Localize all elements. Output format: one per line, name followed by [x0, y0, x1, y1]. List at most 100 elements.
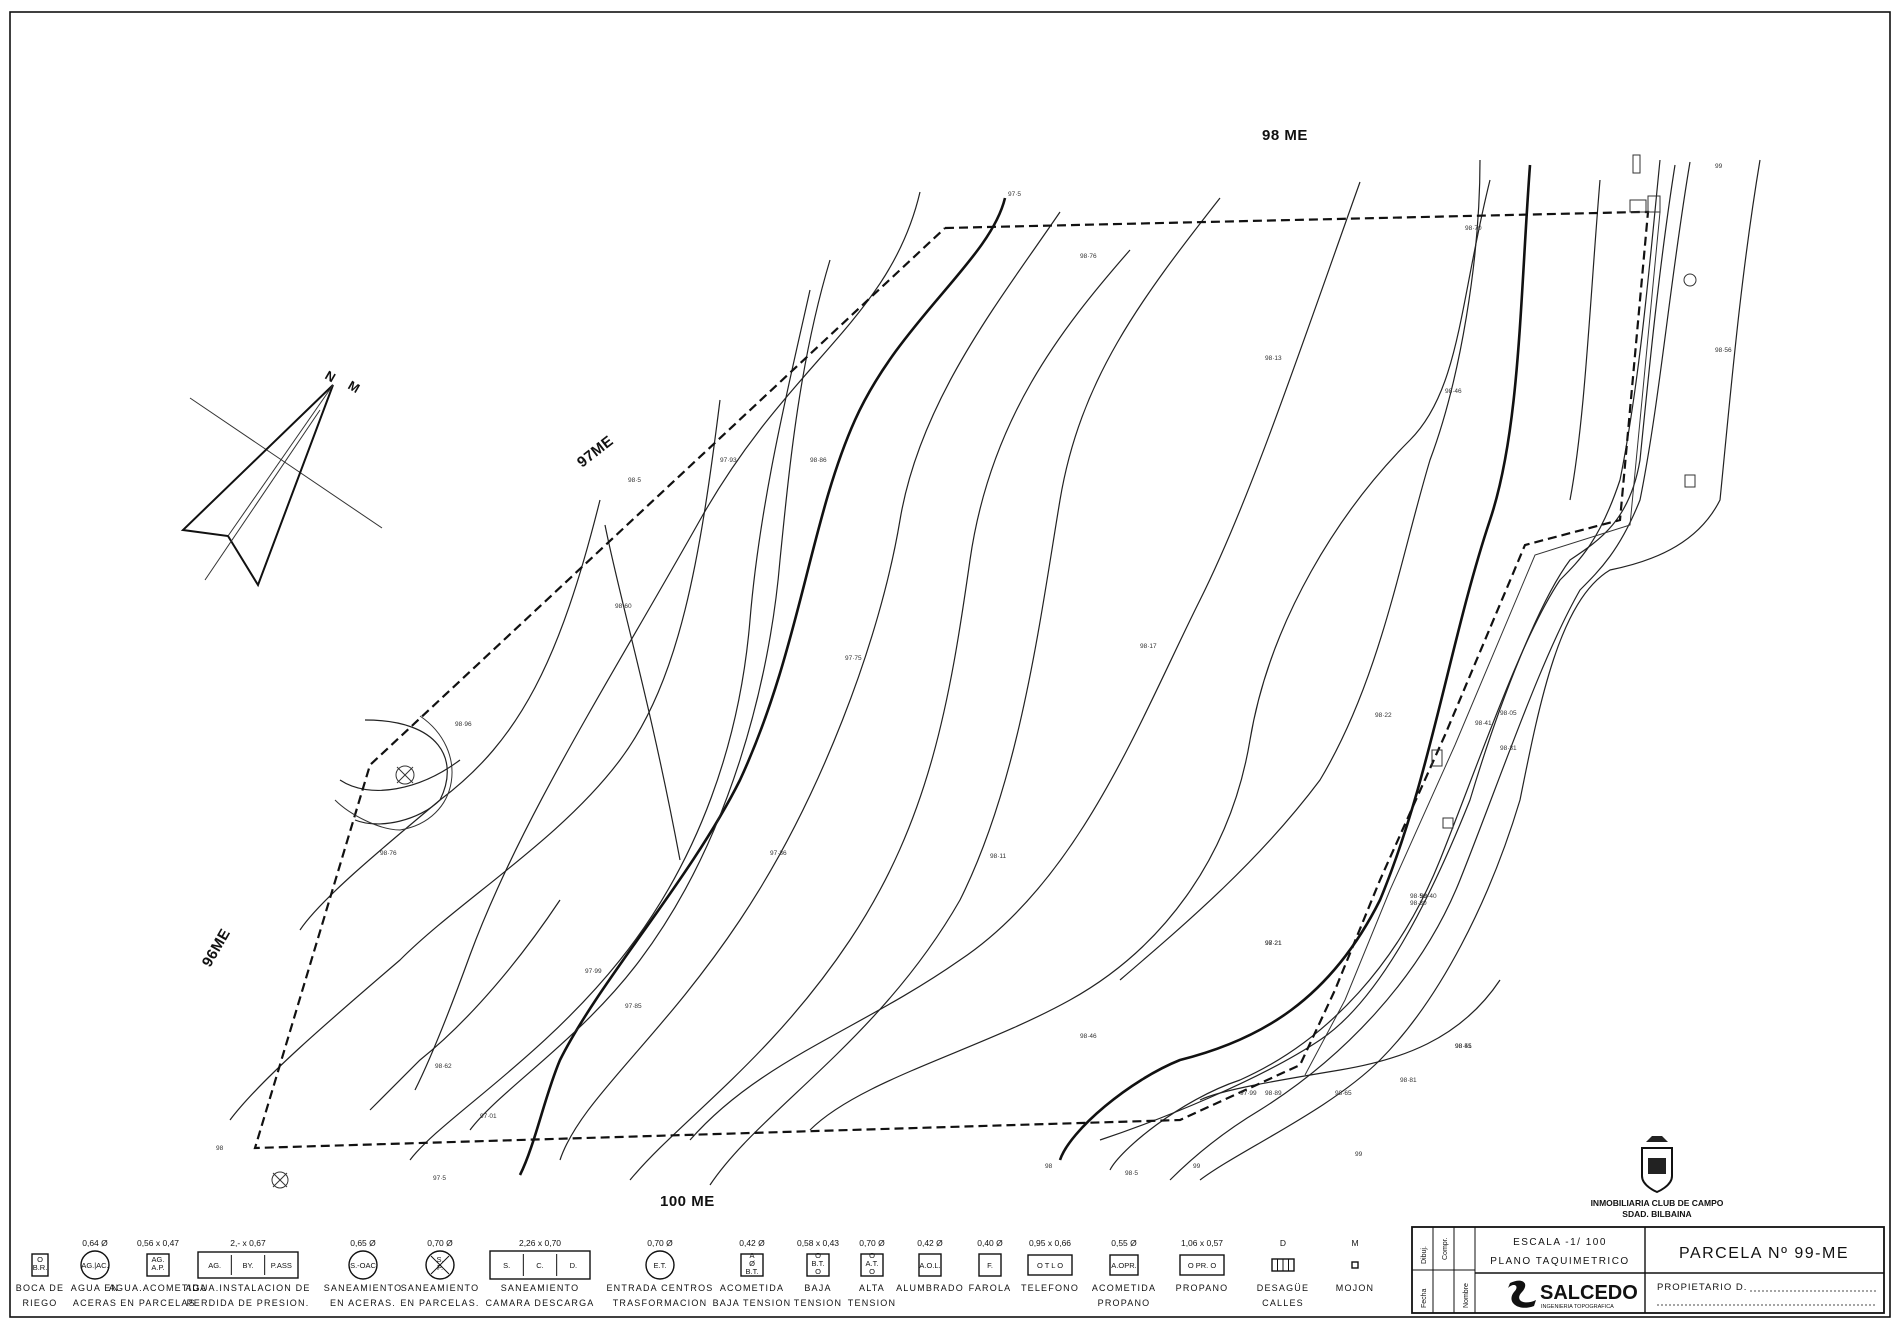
contour-line: [1169, 161, 1691, 1181]
legend-caption: ALUMBRADO: [896, 1283, 964, 1293]
svg-text:99: 99: [1355, 1151, 1363, 1158]
contour-line: [689, 181, 1361, 1141]
contour-line-index: [1058, 164, 1532, 1161]
legend-symbol-circle: [425, 1250, 455, 1280]
scale-text: ESCALA -1/ 100: [1513, 1237, 1607, 1248]
legend-symbol-text: AG.|AC.: [81, 1261, 108, 1270]
svg-text:98·65: 98·65: [1335, 1090, 1352, 1097]
svg-text:98·22: 98·22: [1375, 712, 1392, 719]
legend-symbol-text: A.OPR.: [1111, 1261, 1136, 1270]
marker-circle: [1683, 273, 1697, 287]
legend-caption: ALTA: [859, 1283, 885, 1293]
col-dibujado: Dibuj.: [1421, 1246, 1428, 1264]
legend-caption: ACOMETIDA: [1092, 1283, 1156, 1293]
legend-symbol-box: [1179, 1254, 1225, 1276]
contour-line: [469, 259, 831, 1131]
svg-text:98·56: 98·56: [1715, 347, 1732, 354]
legend-symbol-text: C.: [536, 1261, 544, 1270]
legend-symbol-text: S.: [436, 1255, 443, 1264]
svg-text:97·01: 97·01: [480, 1113, 497, 1120]
legend-caption: EN ACERAS.: [330, 1298, 396, 1308]
legend-symbol-text: O: [37, 1255, 43, 1264]
neighbor-parcel-label-north: 98 ME: [1262, 127, 1308, 144]
contour-line: [1109, 159, 1661, 1171]
neighbor-parcel-label-west-lower: 96ME: [199, 926, 234, 970]
svg-text:98·76: 98·76: [1080, 253, 1097, 260]
marker-box: [1442, 817, 1454, 829]
legend-symbol-text: P.ASS: [271, 1261, 292, 1270]
legend-symbol-box: [146, 1253, 170, 1277]
svg-text:98·76: 98·76: [380, 850, 397, 857]
legend-symbol-box: [806, 1253, 830, 1277]
legend-symbol-circle: [645, 1250, 675, 1280]
legend-item: 0,42 ØA.O.L.ALUMBRADO: [896, 1238, 964, 1293]
legend-symbol-text: S.: [503, 1261, 510, 1270]
crest-icon: [1641, 1147, 1673, 1194]
svg-text:98·13: 98·13: [1265, 355, 1282, 362]
svg-text:98·21: 98·21: [1265, 940, 1282, 947]
marker-box: [1647, 195, 1661, 213]
svg-text:98·31: 98·31: [1500, 745, 1517, 752]
svg-text:98·86: 98·86: [810, 457, 827, 464]
contour-line: [1199, 159, 1761, 1181]
svg-text:98·46: 98·46: [1445, 388, 1462, 395]
svg-text:98·55: 98·55: [1455, 1043, 1472, 1050]
svg-text:98·41: 98·41: [1455, 1043, 1472, 1050]
legend-symbol-text: B.T.: [812, 1259, 825, 1268]
legend-dimension: 0,65 Ø: [350, 1238, 376, 1248]
legend-symbol-box: [978, 1253, 1002, 1277]
legend-symbol-text: A: [749, 1251, 754, 1260]
legend-caption: EN PARCELAS: [120, 1298, 196, 1308]
legend-caption: RIEGO: [22, 1298, 57, 1308]
legend-caption: ACOMETIDA: [720, 1283, 784, 1293]
legend-symbol-text: B.R.: [33, 1263, 48, 1272]
contour-line: [1119, 159, 1481, 981]
owner-emblem: INMOBILIARIA CLUB DE CAMPO SDAD. BILBAIN…: [1591, 1136, 1724, 1219]
legend-caption: TRASFORMACION: [613, 1298, 708, 1308]
contour-line: [409, 289, 811, 1161]
neighbor-parcel-label-west-upper: 97ME: [574, 432, 617, 471]
svg-text:98·46: 98·46: [1080, 1033, 1097, 1040]
north-arrow-axis: [189, 397, 383, 529]
contour-line: [339, 719, 461, 825]
north-arrow-m-label: M: [346, 378, 363, 396]
legend-symbol-box: [860, 1253, 884, 1277]
neighbor-parcel-label-south: 100 ME: [660, 1193, 715, 1210]
svg-text:97·75: 97·75: [845, 655, 862, 662]
legend-symbol-box: [197, 1251, 299, 1279]
legend-symbol-text: O: [869, 1267, 875, 1276]
svg-text:98·62: 98·62: [435, 1063, 452, 1070]
parcel-boundary: [253, 210, 1650, 1150]
legend-symbol-text: BY.: [242, 1261, 253, 1270]
svg-text:98·30: 98·30: [1410, 900, 1427, 907]
legend-caption: FAROLA: [969, 1283, 1012, 1293]
legend-caption: TELEFONO: [1021, 1283, 1079, 1293]
legend-caption: CALLES: [1262, 1298, 1304, 1308]
legend-caption: MOJON: [1336, 1283, 1375, 1293]
svg-text:98·96: 98·96: [455, 721, 472, 728]
north-arrow-shape: [180, 384, 334, 588]
contour-line: [414, 191, 921, 1091]
svg-text:98·41: 98·41: [1475, 720, 1492, 727]
legend-caption: SANEAMIENTO: [401, 1283, 480, 1293]
svg-text:98·81: 98·81: [1400, 1077, 1417, 1084]
contour-lines: [229, 159, 1761, 1186]
svg-text:97·36: 97·36: [770, 850, 787, 857]
svg-text:97·21: 97·21: [1265, 940, 1282, 947]
legend-symbol-text: O: [815, 1267, 821, 1276]
legend-symbol-text: S.-OAC: [350, 1261, 376, 1270]
legend-caption: BAJA: [804, 1283, 831, 1293]
parcel-title: PARCELA Nº 99-ME: [1679, 1245, 1849, 1262]
svg-text:98·50: 98·50: [1410, 893, 1427, 900]
survey-markers: [271, 154, 1697, 1189]
